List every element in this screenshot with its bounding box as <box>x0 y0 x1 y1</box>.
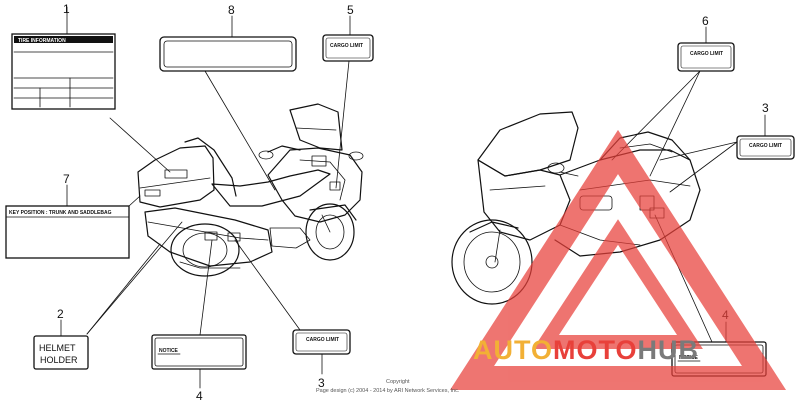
cargo-limit-5-text: CARGO LIMIT <box>330 43 363 49</box>
watermark-moto: MOTO <box>553 335 638 365</box>
copyright-line-1: Copyright <box>386 379 410 385</box>
touring-motorcycle-drawing <box>137 103 364 277</box>
warning-triangle-icon <box>449 129 787 390</box>
label-8[interactable] <box>159 36 297 72</box>
notice-right-text: NOTICE <box>679 355 699 361</box>
cargo-limit-3b-text: CARGO LIMIT <box>749 143 782 149</box>
watermark-text: AUTOMOTOHUB <box>473 335 699 365</box>
callout-5: 5 <box>347 3 354 17</box>
label-tire-information[interactable]: TIRE INFORMATION <box>11 33 116 110</box>
callout-3-right: 3 <box>762 101 769 115</box>
label-notice-left[interactable]: NOTICE <box>151 334 247 370</box>
watermark-auto: AUTO <box>473 335 553 365</box>
watermark-hub: HUB <box>638 335 700 365</box>
helmet-line-2: HOLDER <box>40 355 78 365</box>
key-position-title: KEY POSITION : TRUNK AND SADDLEBAG <box>9 210 112 216</box>
helmet-line-1: HELMET <box>39 343 76 353</box>
callout-8: 8 <box>228 3 235 17</box>
callout-1: 1 <box>63 2 70 16</box>
label-cargo-limit-3-right[interactable]: CARGO LIMIT <box>736 135 795 160</box>
label-cargo-limit-5[interactable]: CARGO LIMIT <box>322 34 374 62</box>
label-cargo-limit-3-left[interactable]: CARGO LIMIT <box>292 329 351 355</box>
callout-3-left: 3 <box>318 376 325 390</box>
label-cargo-limit-6[interactable]: CARGO LIMIT <box>677 42 735 72</box>
cargo-limit-6-text: CARGO LIMIT <box>690 51 723 57</box>
label-helmet-holder[interactable]: HELMET HOLDER <box>33 335 89 370</box>
notice-left-text: NOTICE <box>159 348 179 354</box>
callout-2: 2 <box>57 307 64 321</box>
label-key-position[interactable]: KEY POSITION : TRUNK AND SADDLEBAG <box>5 205 130 259</box>
svg-text:AUTOMOTOHUB: AUTOMOTOHUB <box>473 335 699 365</box>
tire-info-title: TIRE INFORMATION <box>18 38 66 44</box>
cargo-limit-3a-text: CARGO LIMIT <box>306 337 339 343</box>
callout-4-left: 4 <box>196 389 203 403</box>
callout-7: 7 <box>63 172 70 186</box>
callout-6: 6 <box>702 14 709 28</box>
copyright-line-2: Page design (c) 2004 - 2014 by ARI Netwo… <box>316 388 460 394</box>
watermark-logo <box>449 129 787 390</box>
